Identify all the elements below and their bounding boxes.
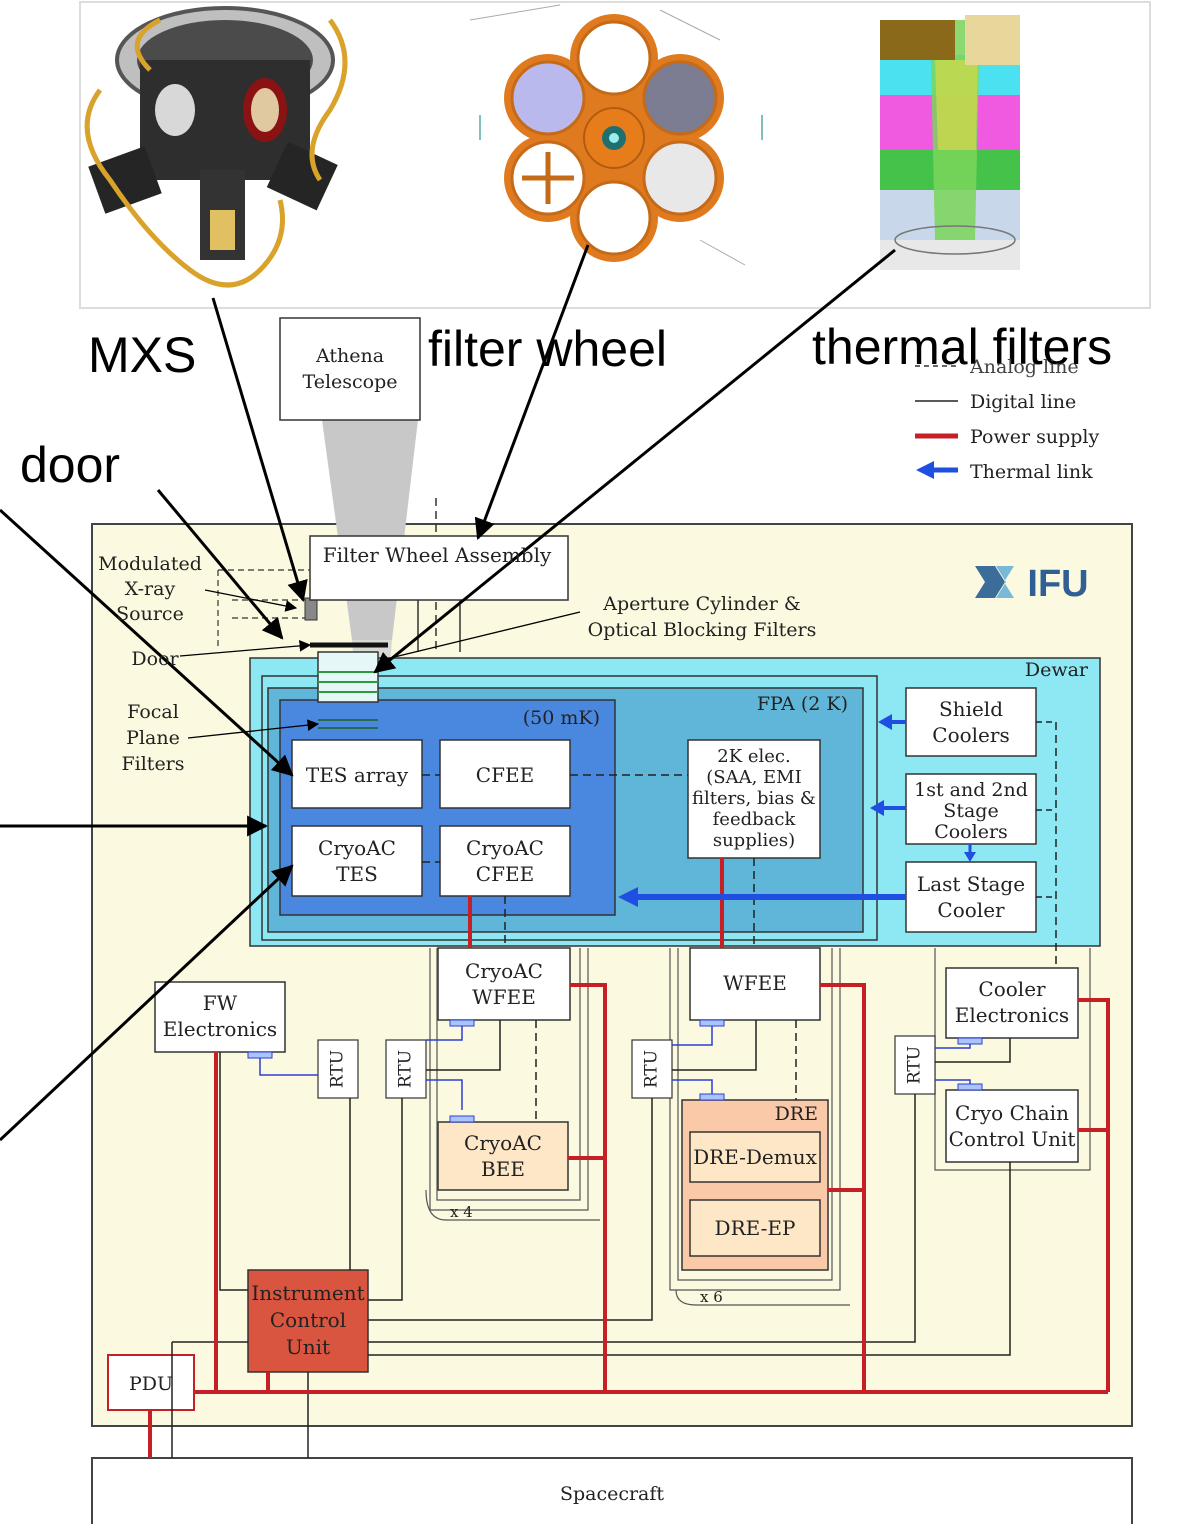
callout-filter-wheel: filter wheel xyxy=(428,321,667,377)
wfee-label: WFEE xyxy=(723,971,787,995)
wfee-box xyxy=(689,947,821,1021)
elec-2k-box xyxy=(687,739,821,859)
ifu-logo-text: IFU xyxy=(1027,563,1088,605)
dre-ep-box xyxy=(689,1199,821,1257)
fpa-label: FPA (2 K) xyxy=(757,693,848,715)
cryoac-bee-box xyxy=(437,1121,569,1191)
mxs-render-image xyxy=(84,6,348,288)
callout-arrows xyxy=(0,244,896,1142)
callout-mxs: MXS xyxy=(88,327,196,383)
rtu-4 xyxy=(894,1035,936,1095)
rtu-label-1: RTU xyxy=(328,1050,348,1088)
power-lines xyxy=(148,858,1110,1458)
dewar-label: Dewar xyxy=(1025,659,1089,681)
shield-coolers-box xyxy=(905,687,1037,757)
boxes xyxy=(107,317,1079,1411)
x4-label: x 4 xyxy=(450,1203,473,1221)
cryoac-cfee-box xyxy=(439,825,571,897)
aperture-label: Aperture Cylinder &Optical Blocking Filt… xyxy=(588,593,817,641)
athena-telescope-box xyxy=(279,317,421,421)
rtu-3 xyxy=(631,1039,673,1099)
dre-label: DRE xyxy=(775,1103,818,1125)
pdu-label: PDU xyxy=(129,1373,173,1395)
dre-demux-box xyxy=(689,1131,821,1183)
text-layer: MXS filter wheel thermal filters door Analog… xyxy=(20,319,1112,1505)
door-label: Door xyxy=(131,648,179,670)
legend-thermal: Thermal link xyxy=(970,461,1093,483)
rtu-label-4: RTU xyxy=(905,1046,925,1084)
cooler-electronics-box xyxy=(945,967,1079,1039)
filter-wheel-assembly-label: Filter Wheel Assembly xyxy=(323,543,552,567)
rtu-label-2: RTU xyxy=(396,1050,416,1088)
digital-lines xyxy=(171,721,1057,1458)
callout-thermal-filters: thermal filters xyxy=(812,319,1112,375)
stage-coolers-box xyxy=(905,773,1037,845)
rtu-label-3: RTU xyxy=(642,1050,662,1088)
x6-label: x 6 xyxy=(700,1288,723,1306)
bus-connectors xyxy=(259,1020,971,1110)
dre-ep-label: DRE-EP xyxy=(715,1216,796,1240)
cryo-chain-control-unit-box xyxy=(945,1089,1079,1163)
filter-wheel-assembly-box xyxy=(309,535,569,601)
cfee-box xyxy=(439,739,571,809)
photo-strip xyxy=(79,1,1151,309)
legend-power: Power supply xyxy=(970,426,1099,448)
last-stage-cooler-box xyxy=(905,861,1037,933)
spacecraft-label: Spacecraft xyxy=(560,1483,664,1505)
spacecraft-box xyxy=(91,1457,1133,1529)
tes-array-label: TES array xyxy=(306,763,409,787)
rtu-1 xyxy=(317,1039,359,1099)
fw-electronics-box xyxy=(154,981,286,1053)
legend-analog: Analog line xyxy=(969,356,1079,378)
rtu-units xyxy=(317,1035,936,1099)
aperture-cylinder xyxy=(317,651,379,703)
thermal-filters-render-image xyxy=(880,15,1020,270)
cfee-label: CFEE xyxy=(476,763,534,787)
filter-wheel-render-image xyxy=(469,4,763,266)
ifu-logo xyxy=(975,566,1014,598)
legend xyxy=(915,365,958,479)
callout-door: door xyxy=(20,437,120,493)
thermal-links xyxy=(618,714,976,907)
dre-demux-label: DRE-Demux xyxy=(693,1145,818,1169)
rtu-2 xyxy=(385,1039,427,1099)
mk50-label: (50 mK) xyxy=(523,707,600,729)
cryoac-tes-box xyxy=(291,825,423,897)
legend-digital: Digital line xyxy=(970,391,1076,413)
